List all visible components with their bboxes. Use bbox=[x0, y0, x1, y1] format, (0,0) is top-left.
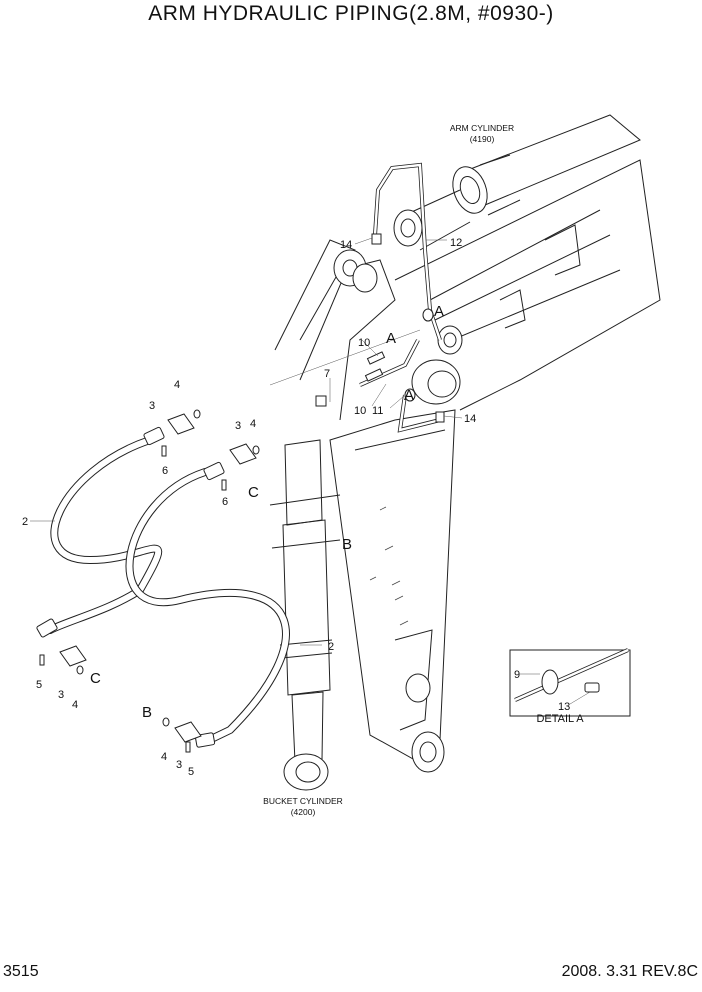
bucket-cylinder bbox=[269, 439, 341, 791]
callout: C bbox=[90, 670, 101, 687]
callout: A bbox=[404, 387, 414, 404]
page-number: 3515 bbox=[3, 963, 39, 980]
arm-cylinder-code: (4190) bbox=[470, 134, 495, 144]
callout: B bbox=[142, 704, 152, 721]
callout: 4 bbox=[250, 418, 256, 430]
page-title: ARM HYDRAULIC PIPING(2.8M, #0930-) bbox=[148, 2, 554, 25]
revision-date: 2008. 3.31 REV.8C bbox=[561, 963, 698, 980]
callout: 3 bbox=[149, 400, 155, 412]
callout: 3 bbox=[235, 420, 241, 432]
hose-2-left bbox=[46, 436, 163, 634]
bucket-cylinder-caption: BUCKET CYLINDER bbox=[263, 796, 343, 806]
callout: 9 bbox=[514, 669, 520, 681]
callout: 7 bbox=[324, 368, 330, 380]
captions: ARM CYLINDER (4190) BUCKET CYLINDER (420… bbox=[263, 123, 584, 817]
callout: 12 bbox=[450, 237, 462, 249]
callout: A bbox=[386, 330, 396, 347]
detail-a-caption: DETAIL A bbox=[536, 713, 584, 725]
callout: 2 bbox=[22, 516, 28, 528]
leader-lines bbox=[30, 237, 591, 705]
callout: 11 bbox=[372, 405, 383, 417]
callout: 5 bbox=[188, 766, 194, 778]
callout: 14 bbox=[464, 413, 476, 425]
arm-boom bbox=[394, 159, 661, 411]
callout: B bbox=[342, 536, 352, 553]
callout: 10 bbox=[354, 405, 366, 417]
callout: 6 bbox=[222, 496, 228, 508]
callout: 14 bbox=[340, 239, 352, 251]
callout: 10 bbox=[358, 337, 370, 349]
callout: C bbox=[248, 484, 259, 501]
callout: 2 bbox=[328, 641, 334, 653]
arm-cylinder-caption: ARM CYLINDER bbox=[450, 123, 514, 133]
callout: A bbox=[434, 303, 444, 320]
callout: 4 bbox=[72, 699, 78, 711]
hose-2-right bbox=[125, 468, 290, 746]
arm-bracket bbox=[274, 239, 396, 421]
callout: 4 bbox=[161, 751, 167, 763]
arm-cylinder bbox=[393, 114, 641, 251]
bucket-cylinder-code: (4200) bbox=[291, 807, 316, 817]
callout: 4 bbox=[174, 379, 180, 391]
callout: 3 bbox=[176, 759, 182, 771]
callout: 5 bbox=[36, 679, 42, 691]
detail-a bbox=[509, 648, 631, 717]
arm-body bbox=[329, 409, 456, 773]
callout: 3 bbox=[58, 689, 64, 701]
callout: 6 bbox=[162, 465, 168, 477]
callout: 13 bbox=[558, 701, 570, 713]
callouts: 14 12 A 10 A 7 10 11 A 14 4 3 6 3 4 6 C … bbox=[22, 237, 570, 778]
hose-end-fittings bbox=[36, 409, 260, 753]
fittings bbox=[315, 233, 445, 423]
